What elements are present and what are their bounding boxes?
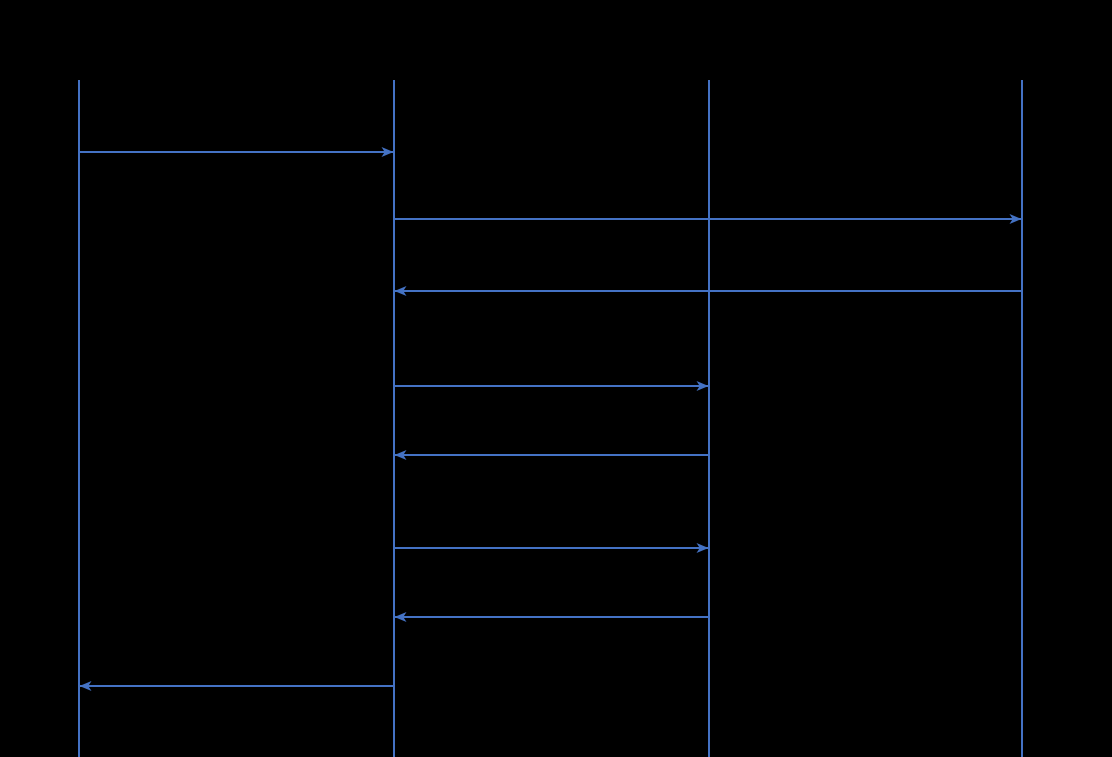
- message-group: [79, 147, 1022, 691]
- lifeline-group: [78, 80, 1023, 757]
